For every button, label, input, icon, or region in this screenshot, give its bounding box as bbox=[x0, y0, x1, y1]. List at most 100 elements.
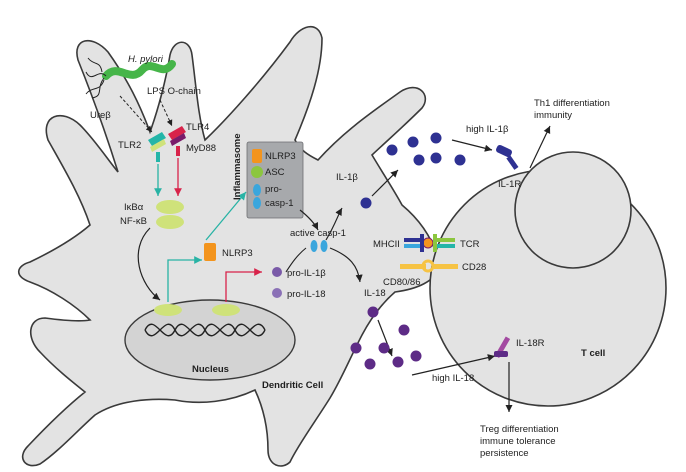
il1r-label: IL-1R bbox=[498, 179, 521, 190]
ureb-label: Ureβ bbox=[90, 110, 111, 121]
antigen-peptide-icon bbox=[422, 237, 434, 249]
il1b-dot bbox=[386, 144, 398, 156]
il18-cluster bbox=[350, 324, 422, 370]
active-casp1-icon-left bbox=[310, 240, 318, 252]
dendritic-cell-label: Dendritic Cell bbox=[262, 380, 323, 391]
cd28-label: CD28 bbox=[462, 262, 486, 273]
casp1-label: casp-1 bbox=[265, 198, 294, 209]
tcr-bar-top bbox=[433, 238, 455, 242]
ikba-label: IκBα bbox=[124, 202, 144, 213]
casp1-to-il1b-arrow bbox=[325, 207, 343, 241]
t-cell-label: T cell bbox=[581, 348, 605, 359]
il18-dot bbox=[398, 324, 410, 336]
tcr-bar-bottom bbox=[433, 244, 455, 248]
pro-il18-icon bbox=[272, 288, 282, 298]
pro-il18-label: pro-IL-18 bbox=[287, 289, 326, 300]
il1b-dot bbox=[454, 154, 466, 166]
casp1-pro-il-link bbox=[285, 247, 307, 273]
il18-to-receptor-arrow bbox=[411, 354, 496, 376]
il18-dot bbox=[392, 356, 404, 368]
il18-label: IL-18 bbox=[364, 288, 386, 299]
il1b-dot bbox=[407, 136, 419, 148]
tlr4-receptor-icon bbox=[168, 126, 186, 140]
h-pylori-label: H. pylori bbox=[128, 54, 164, 65]
nucleus-label: Nucleus bbox=[192, 364, 229, 375]
inflammasome-label: Inflammasome bbox=[232, 133, 243, 200]
cd8086-cd28-binding-icon bbox=[421, 259, 435, 273]
inflammasome-nlrp3-label: NLRP3 bbox=[265, 151, 296, 162]
cd8086-label: CD80/86 bbox=[383, 277, 421, 288]
il1r-receptor-icon bbox=[496, 144, 512, 158]
nucleus-to-nlrp3-arrow bbox=[167, 256, 202, 302]
nucleus-to-pro-il-arrow bbox=[225, 268, 262, 302]
cd28-bar bbox=[434, 264, 458, 269]
mhcii-bar-bottom bbox=[404, 244, 424, 248]
h-pylori-bacterium bbox=[102, 60, 176, 80]
nucleus bbox=[124, 299, 296, 381]
nfkb-complex-icon bbox=[156, 215, 184, 229]
il1b-dot bbox=[430, 132, 442, 144]
nfkb-label: NF-κB bbox=[120, 216, 147, 227]
ikba-complex-icon bbox=[156, 200, 184, 214]
tlr2-receptor-icon bbox=[148, 132, 166, 146]
myd88-label: MyD88 bbox=[186, 143, 216, 154]
nlrp3-label: NLRP3 bbox=[222, 248, 253, 259]
asc-label: ASC bbox=[265, 167, 285, 178]
nucleus-binding-site-right bbox=[212, 304, 240, 316]
il1b-label: IL-1β bbox=[336, 172, 358, 183]
dna-strand-2 bbox=[144, 323, 266, 337]
treg-line1: Treg differentiation bbox=[480, 424, 559, 435]
tlr4-inner-icon bbox=[170, 133, 186, 146]
nucleus-binding-site-left bbox=[154, 304, 182, 316]
tlr2-label: TLR2 bbox=[118, 140, 141, 151]
mhcii-label: MHCII bbox=[373, 239, 400, 250]
inflammasome-nlrp3-icon bbox=[252, 149, 262, 163]
il1b-dot bbox=[430, 152, 442, 164]
active-casp1-icon-right bbox=[320, 240, 328, 252]
cd8086-bar bbox=[400, 264, 426, 269]
dendritic-cell-body bbox=[17, 26, 441, 467]
il18-dot bbox=[410, 350, 422, 362]
tcr-label: TCR bbox=[460, 239, 480, 250]
il18r-base-icon bbox=[494, 351, 508, 357]
tcr-anchor-icon bbox=[433, 234, 437, 252]
nlrp3-to-inflammasome-arrow bbox=[205, 191, 247, 241]
il18-dot bbox=[364, 358, 376, 370]
il1r-stem-icon bbox=[506, 155, 519, 170]
il1b-molecule-icon bbox=[360, 197, 372, 209]
casp1-to-il18-arrow bbox=[329, 247, 363, 283]
th1-line2: immunity bbox=[534, 110, 572, 121]
tlr2-stem-icon bbox=[156, 152, 160, 162]
pro-il1b-label: pro-IL-1β bbox=[287, 268, 326, 279]
il18-dot bbox=[378, 342, 390, 354]
treg-line2: immune tolerance bbox=[480, 436, 556, 447]
il1b-to-receptor-arrow bbox=[451, 139, 493, 152]
high-il1b-label: high IL-1β bbox=[466, 124, 509, 135]
tlr4-label: TLR4 bbox=[186, 122, 209, 133]
treg-line3: persistence bbox=[480, 448, 529, 459]
nfkb-to-nucleus-arrow bbox=[137, 227, 161, 301]
th1-line1: Th1 differentiation bbox=[534, 98, 610, 109]
lps-label: LPS O-chain bbox=[147, 86, 201, 97]
mhcii-bar-top bbox=[404, 238, 424, 242]
pro-casp1-icon-top bbox=[253, 184, 261, 196]
active-casp1-label: active casp-1 bbox=[290, 228, 346, 239]
il1b-dot bbox=[413, 154, 425, 166]
pro-il1b-icon bbox=[272, 267, 282, 277]
mhcii-anchor-icon bbox=[420, 234, 424, 252]
t-cell-nucleus bbox=[514, 151, 632, 269]
nlrp3-icon bbox=[204, 243, 216, 261]
flagella-icon bbox=[85, 57, 107, 99]
tlr2-inner-icon bbox=[150, 139, 166, 152]
il18r-label: IL-18R bbox=[516, 338, 545, 349]
il18-dot bbox=[350, 342, 362, 354]
il18-secretion-arrow bbox=[377, 319, 393, 357]
pro-casp1-icon-bottom bbox=[253, 197, 261, 209]
asc-icon bbox=[251, 166, 263, 178]
il1b-cluster bbox=[386, 132, 466, 166]
ureb-to-tlr2-arrow bbox=[119, 95, 153, 133]
il1r-to-th1-arrow bbox=[529, 125, 551, 169]
il1b-secretion-arrow bbox=[371, 169, 399, 197]
